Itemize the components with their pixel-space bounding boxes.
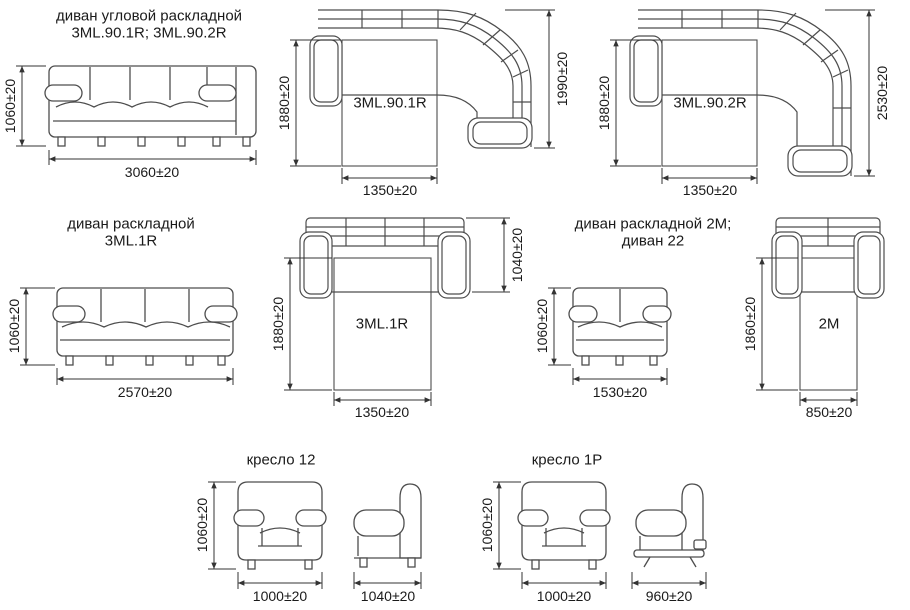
corner-sofa-top-view-2-drawing — [629, 9, 853, 177]
small-sofa-title-line1: диван раскладной 2М; — [574, 215, 732, 233]
corner-top2-model-label: 3ML.90.2R — [673, 94, 747, 112]
straight-top-depth-dim-label: 1040±20 — [509, 227, 525, 283]
armchair-1p-front-view-drawing — [517, 481, 611, 570]
corner-sofa-title-line2: 3ML.90.1R; 3ML.90.2R — [71, 24, 227, 42]
corner-top2-bed-width-dim-label: 1350±20 — [682, 182, 738, 198]
corner-top1-model-label: 3ML.90.1R — [353, 94, 427, 112]
straight-front-width-dim-label: 2570±20 — [117, 384, 173, 400]
small-top-model-label: 2M — [818, 315, 840, 333]
straight-sofa-front-view-drawing — [52, 287, 238, 366]
armchair-12-height-dim-label: 1060±20 — [194, 497, 210, 553]
armchair-12-front-view-drawing — [233, 481, 327, 570]
small-sofa-top-view-drawing — [771, 217, 885, 391]
small-sofa-front-view-drawing — [568, 287, 672, 366]
straight-top-bed-length-dim-label: 1880±20 — [270, 296, 286, 352]
corner-sofa-title-line1: диван угловой раскладной — [55, 7, 243, 25]
straight-sofa-top-view-drawing — [299, 217, 471, 391]
corner-top1-bed-length-dim-label: 1880±20 — [276, 75, 292, 131]
dimension-lines — [16, 9, 875, 589]
straight-sofa-title-line2: 3ML.1R — [104, 232, 158, 250]
armchair-1p-height-dim-label: 1060±20 — [479, 497, 495, 553]
small-top-bed-width-dim-label: 850±20 — [805, 404, 853, 420]
corner-top1-side-length-dim-label: 1990±20 — [554, 51, 570, 107]
straight-front-height-dim-label: 1060±20 — [6, 298, 22, 354]
straight-sofa-title-line1: диван раскладной — [67, 215, 195, 233]
corner-front-width-dim-label: 3060±20 — [124, 164, 180, 180]
corner-top2-bed-length-dim-label: 1880±20 — [596, 75, 612, 131]
corner-top1-bed-width-dim-label: 1350±20 — [362, 182, 418, 198]
straight-top-model-label: 3ML.1R — [355, 315, 409, 333]
armchair-1p-side-depth-dim-label: 960±20 — [645, 588, 693, 604]
armchair-1p-front-width-dim-label: 1000±20 — [536, 588, 592, 604]
armchair-12-side-view-drawing — [353, 483, 422, 568]
armchair-12-side-depth-dim-label: 1040±20 — [360, 588, 416, 604]
armchair-12-title: кресло 12 — [246, 451, 316, 469]
small-top-bed-length-dim-label: 1860±20 — [742, 296, 758, 352]
small-front-height-dim-label: 1060±20 — [534, 298, 550, 354]
corner-front-height-dim-label: 1060±20 — [2, 78, 18, 134]
corner-top2-side-length-dim-label: 2530±20 — [874, 65, 890, 121]
armchair-1p-title: кресло 1Р — [531, 451, 603, 469]
corner-sofa-front-view-drawing — [44, 65, 257, 147]
corner-sofa-top-view-1-drawing — [309, 9, 533, 167]
armchair-12-front-width-dim-label: 1000±20 — [252, 588, 308, 604]
small-front-width-dim-label: 1530±20 — [592, 384, 648, 400]
straight-top-bed-width-dim-label: 1350±20 — [354, 404, 410, 420]
armchair-1p-side-view-drawing — [633, 483, 707, 568]
small-sofa-title-line2: диван 22 — [621, 232, 685, 250]
